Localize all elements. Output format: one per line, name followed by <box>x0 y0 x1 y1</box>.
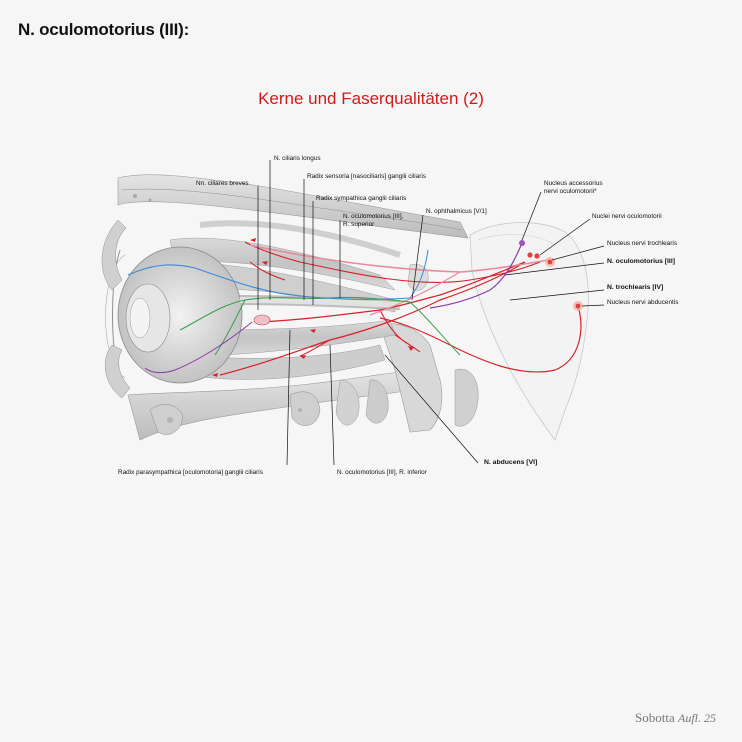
brainstem <box>469 222 589 441</box>
label-nucleus-accessorius-line2: nervi oculomotorii* <box>544 188 597 195</box>
leader-lines <box>257 160 605 466</box>
book-credit: Sobotta Aufl. 25 <box>635 710 716 726</box>
label-oculomotorius-superior: N. oculomotorius [III], R. superior <box>343 213 403 229</box>
label-ciliares-breves: Nn. ciliares breves <box>196 180 249 187</box>
label-nucleus-accessorius: Nucleus accessorius nervi oculomotorii* <box>544 180 603 196</box>
label-n-abducens: N. abducens [VI] <box>484 459 538 466</box>
orbital-floor <box>127 369 431 441</box>
label-oculomotorius-superior-line1: N. oculomotorius [III], <box>343 213 404 220</box>
label-n-oculomotorius: N. oculomotorius [III] <box>607 258 675 265</box>
page-title: N. oculomotorius (III): <box>18 20 190 39</box>
label-nucleus-trochlearis: Nucleus nervi trochlearis <box>607 240 677 247</box>
label-nucleus-abducentis: Nucleus nervi abducentis <box>607 299 679 306</box>
nuclei <box>519 240 583 311</box>
orbital-roof <box>117 174 469 239</box>
label-radix-sensoria: Radix sensoria [nasociliaris] ganglii ci… <box>307 173 426 180</box>
label-nucleus-accessorius-line1: Nucleus accessorius <box>544 180 603 187</box>
label-ophthalmicus: N. ophthalmicus [V/1] <box>426 208 487 215</box>
fiber-arrows <box>212 238 414 377</box>
label-radix-parasympathica: Radix parasympathica [oculomotoria] gang… <box>118 469 263 476</box>
diagram-subtitle: Kerne und Faserqualitäten (2) <box>258 89 484 108</box>
cranial-base <box>335 264 479 433</box>
ciliary-ganglion <box>253 314 271 326</box>
label-oculomotorius-superior-line2: R. superior <box>343 221 375 228</box>
label-oculomotorius-inferior: N. oculomotorius [III], R. inferior <box>337 469 427 476</box>
eyeball <box>105 246 243 384</box>
eyelids <box>101 219 131 399</box>
optic-nerve <box>239 295 401 310</box>
label-radix-sympathica: Radix sympathica ganglii ciliaris <box>316 195 407 202</box>
label-nuclei-oculomotorii: Nuclei nervi oculomotorii <box>592 213 662 220</box>
book-edition: Aufl. 25 <box>678 711 716 725</box>
label-ciliaris-longus: N. ciliaris longus <box>274 155 321 162</box>
book-name: Sobotta <box>635 710 675 725</box>
label-n-trochlearis: N. trochlearis [IV] <box>607 284 664 291</box>
